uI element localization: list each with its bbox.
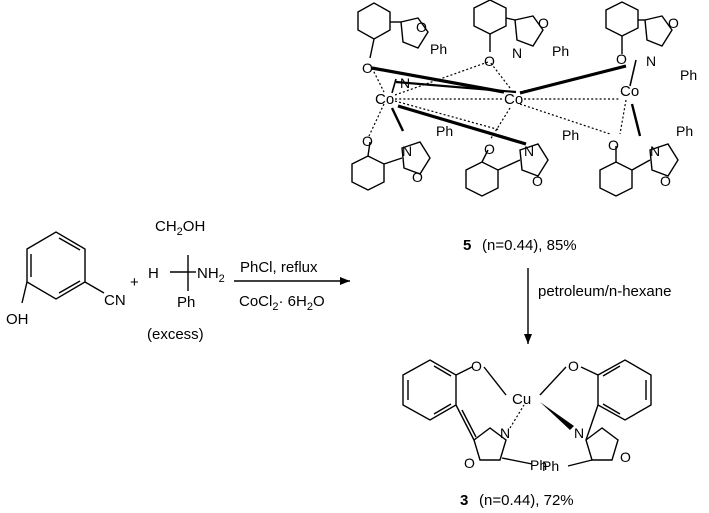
reaction-arrow-step-2: petroleum/n-hexane xyxy=(524,268,671,344)
excess-note: (excess) xyxy=(147,326,204,343)
nitrile-group-label: CN xyxy=(104,292,126,309)
cu-oxazoline-nitrogen-left: N xyxy=(500,425,510,441)
reactant-2-phenylglycinol: CH2OH H NH2 Ph (excess) xyxy=(147,218,225,343)
phenyl-substituent-label: Ph xyxy=(430,41,447,57)
phenoxide-oxygen-label: O xyxy=(616,51,627,67)
product-5-caption: 5 (n=0.44), 85% xyxy=(463,237,577,254)
cu-phenyl-right: Ph xyxy=(542,458,559,474)
copper-atom: Cu xyxy=(512,391,531,408)
cu-phenoxide-oxygen-left: O xyxy=(471,358,482,374)
phenyl-label: Ph xyxy=(177,294,195,311)
cu-oxazoline-oxygen-right: O xyxy=(620,449,631,465)
oxazoline-oxygen-label: O xyxy=(416,19,427,35)
compound-3-yield: (n=0.44), 72% xyxy=(479,492,574,509)
product-3-copper-complex: O N O Ph Cu O N O Ph xyxy=(402,358,652,474)
cobalt-atom-center: Co xyxy=(504,91,523,108)
cobalt-atom-right: Co xyxy=(620,83,639,100)
oxazoline-nitrogen-label: N xyxy=(402,143,412,159)
phenyl-substituent-label: Ph xyxy=(680,67,697,83)
cobalt-atom-left: Co xyxy=(375,91,394,108)
amine-label: NH2 xyxy=(197,265,225,285)
cu-oxazoline-nitrogen-right: N xyxy=(574,425,584,441)
compound-number-3: 3 xyxy=(460,492,468,509)
reactant-1-salicylonitrile: CN OH xyxy=(6,231,126,328)
oxazoline-oxygen-label: O xyxy=(660,173,671,189)
phenoxide-oxygen-label: O xyxy=(362,60,373,76)
phenoxide-oxygen-label: O xyxy=(484,53,495,69)
oxazoline-nitrogen-label: N xyxy=(646,53,656,69)
phenoxide-oxygen-label: O xyxy=(608,137,619,153)
product-5-cobalt-complex: Co Co Co xyxy=(351,0,697,197)
hydrogen-label: H xyxy=(148,265,159,282)
hydroxyl-group-label: OH xyxy=(6,311,29,328)
oxazoline-nitrogen-label: N xyxy=(650,143,660,159)
cu-oxazoline-oxygen-left: O xyxy=(464,455,475,471)
compound-number-5: 5 xyxy=(463,237,471,254)
oxazoline-oxygen-label: O xyxy=(668,15,679,31)
reaction-arrow-step-1: PhCl, reflux CoCl2· 6H2O xyxy=(234,259,350,313)
phenoxide-oxygen-label: O xyxy=(362,133,373,149)
oxazoline-nitrogen-label: N xyxy=(524,143,534,159)
oxazoline-nitrogen-label: N xyxy=(400,75,410,91)
phenyl-substituent-label: Ph xyxy=(436,123,453,139)
product-3-caption: 3 (n=0.44), 72% xyxy=(460,492,574,509)
step-1-conditions-above: PhCl, reflux xyxy=(240,259,318,276)
step-1-conditions-below: CoCl2· 6H2O xyxy=(239,293,325,313)
cu-phenoxide-oxygen-right: O xyxy=(568,358,579,374)
phenyl-substituent-label: Ph xyxy=(562,127,579,143)
oxazoline-oxygen-label: O xyxy=(538,15,549,31)
compound-5-yield: (n=0.44), 85% xyxy=(482,237,577,254)
step-2-conditions: petroleum/n-hexane xyxy=(538,283,671,300)
oxazoline-oxygen-label: O xyxy=(532,173,543,189)
phenoxide-oxygen-label: O xyxy=(484,141,495,157)
phenyl-substituent-label: Ph xyxy=(676,123,693,139)
oxazoline-oxygen-label: O xyxy=(412,169,423,185)
cu-phenyl-left: Ph xyxy=(530,457,547,473)
oxazoline-nitrogen-label: N xyxy=(512,45,522,61)
ch2oh-label: CH2OH xyxy=(155,218,205,238)
plus-sign: + xyxy=(130,274,139,291)
phenyl-substituent-label: Ph xyxy=(552,43,569,59)
